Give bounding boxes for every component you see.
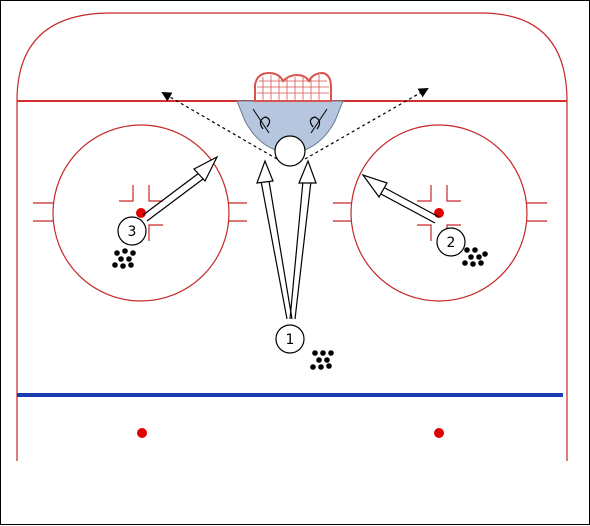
crease-hash-right bbox=[309, 116, 321, 130]
right-faceoff-circle bbox=[333, 124, 547, 302]
player-1-label: 1 bbox=[286, 332, 295, 348]
neutral-zone-dot-left bbox=[137, 428, 147, 438]
pass-arrow-icon-left bbox=[161, 91, 278, 160]
goal-net-icon bbox=[254, 71, 332, 102]
player-3: 3 bbox=[117, 216, 147, 246]
skate-arrow-icon-player-2 bbox=[361, 173, 440, 224]
skate-arrow-icon-player-1-right bbox=[289, 159, 317, 320]
puck-pile-icon-player-1 bbox=[310, 350, 334, 370]
crease-line-left bbox=[252, 108, 270, 134]
crease-hash-left bbox=[259, 116, 271, 130]
rink-boards bbox=[16, 12, 568, 461]
player-2: 2 bbox=[436, 227, 466, 257]
puck-pile-icon-player-2 bbox=[462, 247, 488, 267]
player-3-label: 3 bbox=[128, 224, 137, 240]
skate-arrow-icon-player-1-left bbox=[256, 159, 293, 320]
neutral-zone-dot-right bbox=[434, 428, 444, 438]
player-2-label: 2 bbox=[447, 235, 456, 251]
crease-line-right bbox=[310, 108, 328, 134]
puck-pile-icon-player-3 bbox=[112, 248, 136, 269]
left-faceoff-dot bbox=[136, 208, 146, 218]
skate-arrow-icon-player-3 bbox=[142, 155, 219, 222]
player-1: 1 bbox=[275, 324, 305, 354]
left-faceoff-circle bbox=[33, 124, 247, 302]
goalie bbox=[274, 135, 306, 167]
